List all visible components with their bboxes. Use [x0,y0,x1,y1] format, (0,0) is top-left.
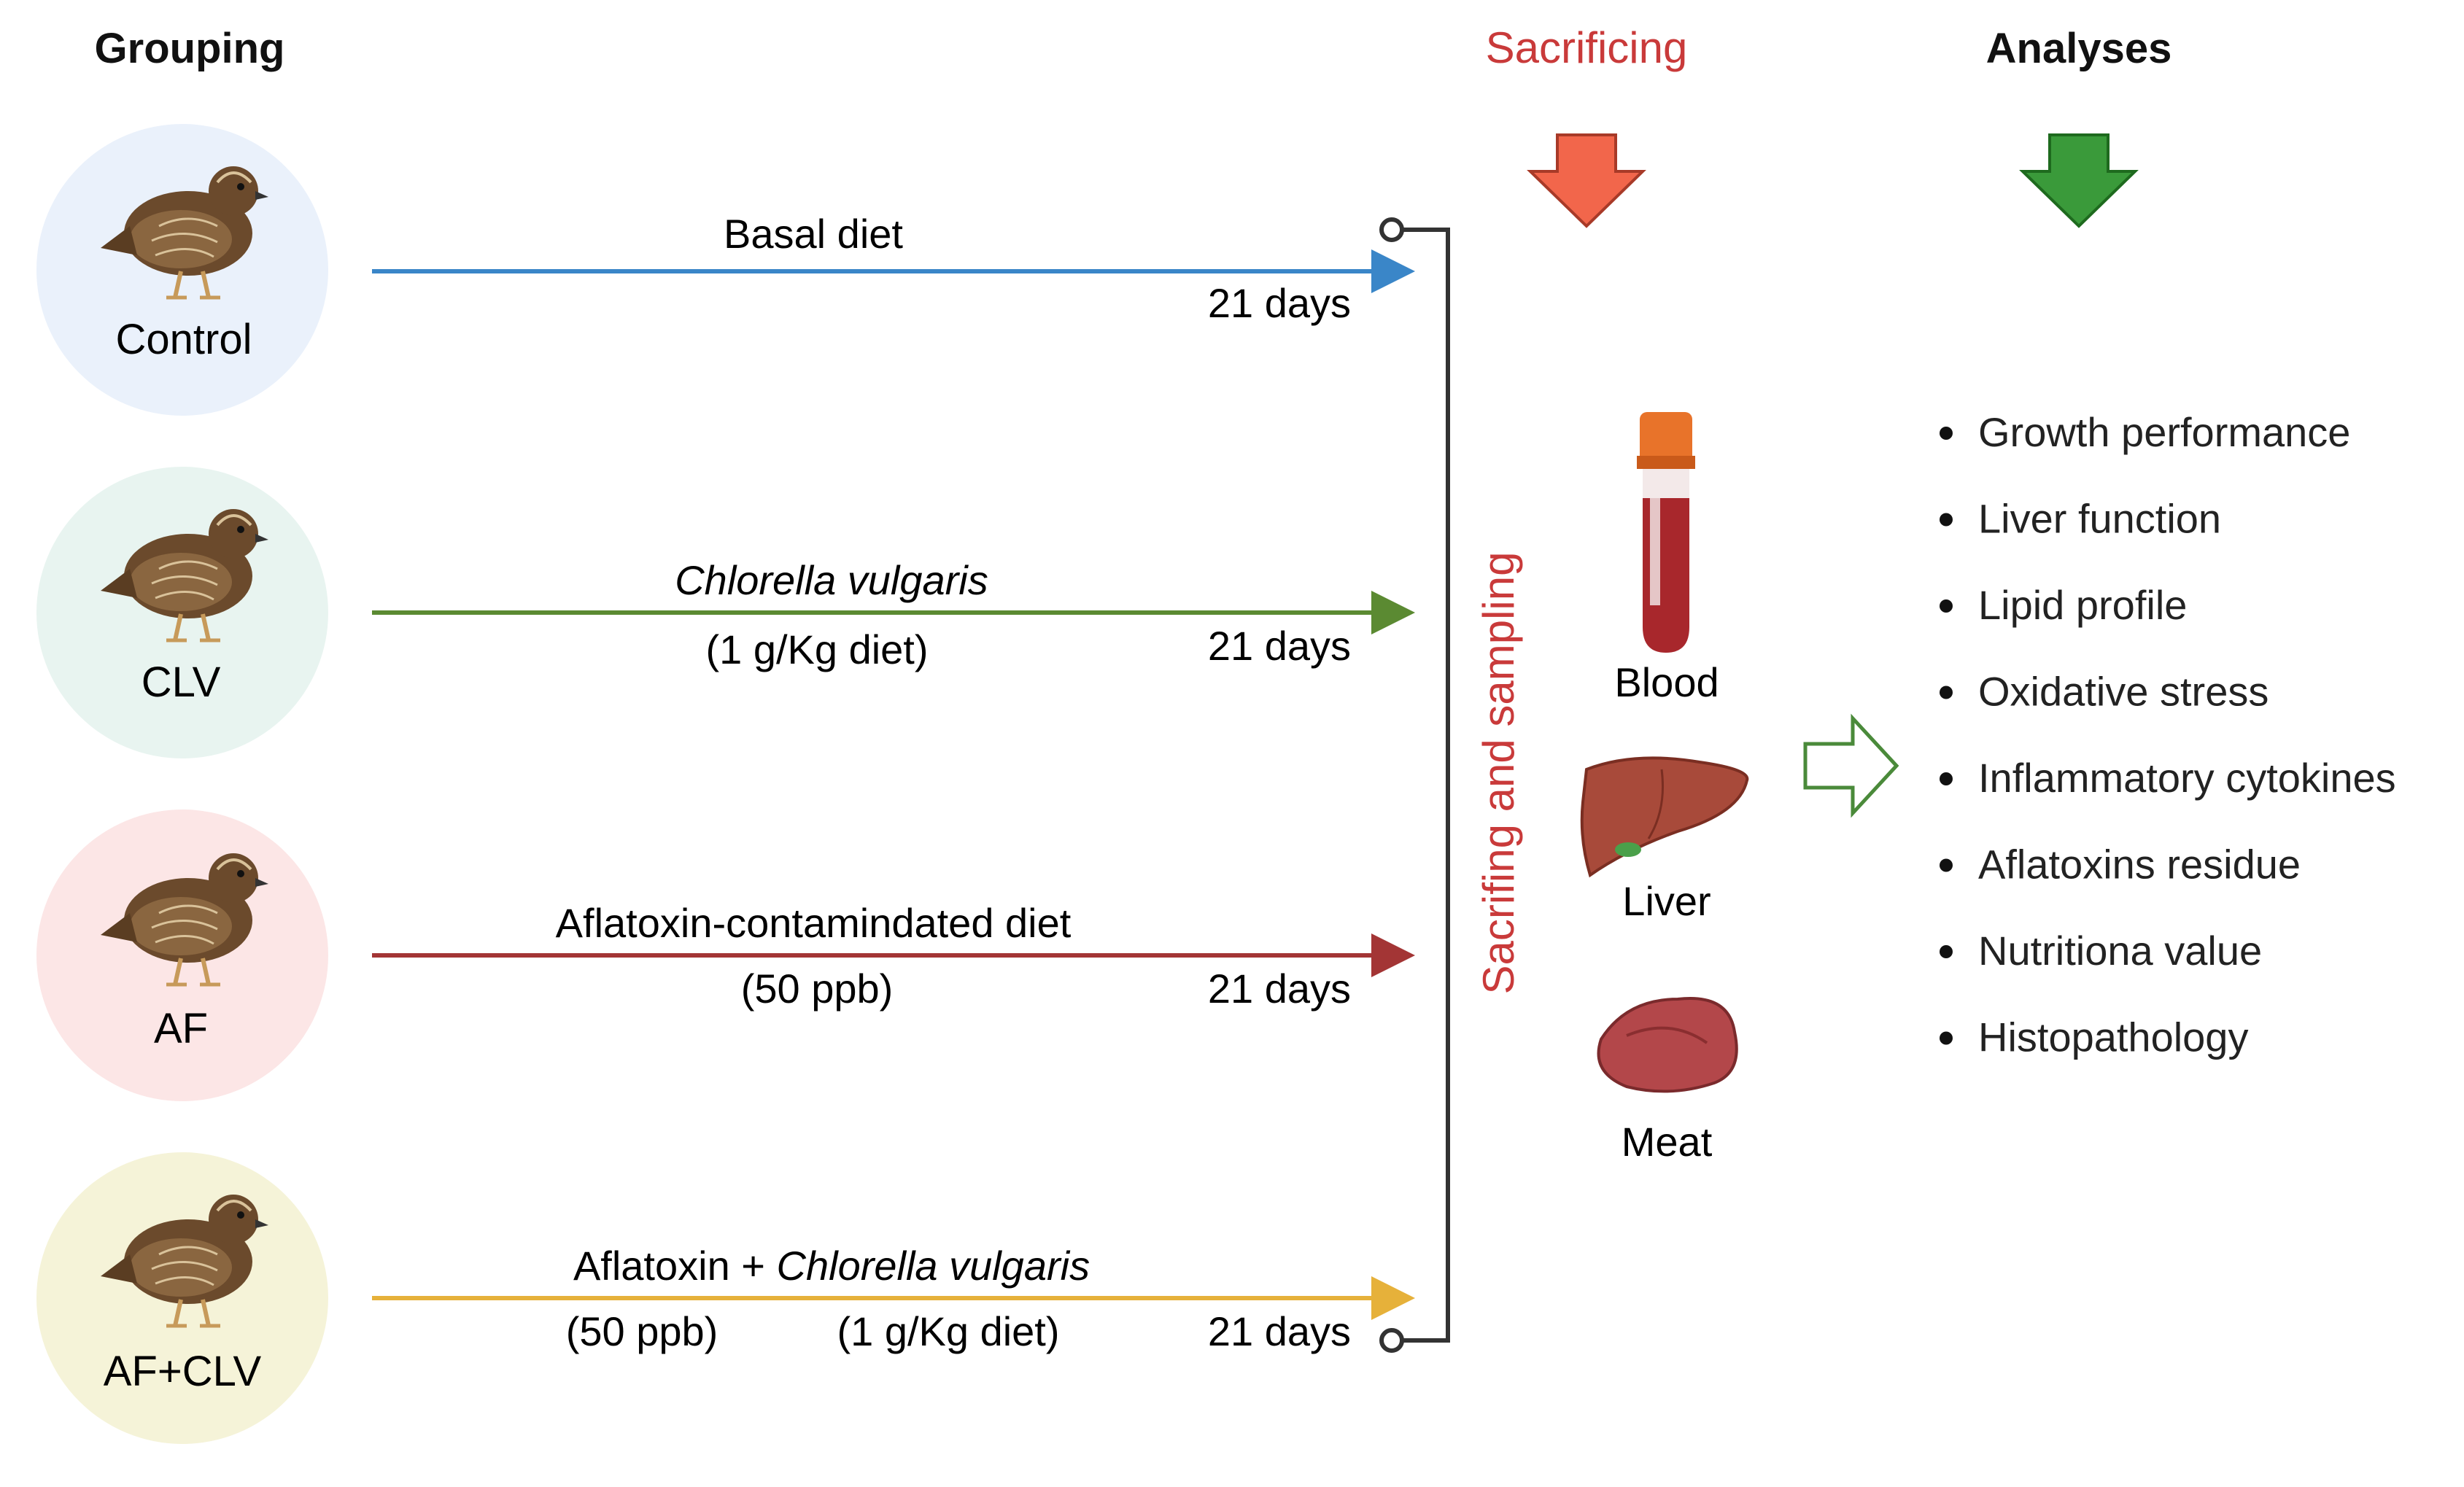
duration-af: 21 days [1208,966,1351,1012]
meat-icon [1597,997,1738,1093]
diet-label-af-clv-italic: Chlorella vulgaris [777,1243,1090,1289]
bullet-icon [1940,599,1953,613]
analysis-item: Lipid profile [1978,582,2187,628]
diet-label-af-clv-plain: Aflatoxin + [573,1243,777,1289]
duration-control: 21 days [1208,280,1351,326]
diet-label-clv: Chlorella vulgaris [675,557,988,603]
diet-dose-clv-af-clv: (1 g/Kg diet) [837,1308,1059,1354]
analysis-item: Aflatoxins residue [1978,842,2301,888]
diet-label-control: Basal diet [724,211,903,257]
sample-label-liver: Liver [1622,878,1711,924]
diet-dose-clv: (1 g/Kg diet) [705,626,928,672]
bullet-icon [1940,427,1953,440]
diet-label-af: Aflatoxin-contamindated diet [556,900,1072,946]
bullet-icon [1940,858,1953,872]
group-clv: CLV Chlorella vulgaris (1 g/Kg diet) 21 … [36,467,1415,758]
bullet-icon [1940,772,1953,785]
liver-icon [1580,756,1749,878]
diet-dose-af-af-clv: (50 ppb) [566,1308,718,1354]
group-label-af: AF [154,1005,208,1052]
group-label-clv: CLV [142,659,221,706]
sample-label-meat: Meat [1622,1119,1713,1165]
sample-label-blood: Blood [1614,659,1719,705]
analysis-item: Inflammatory cytokines [1978,755,2396,801]
sacrificing-header: Sacrificing [1486,23,1688,72]
right-arrow-icon [1803,713,1899,818]
group-control: Control Basal diet 21 days [36,124,1415,416]
group-label-af-clv: AF+CLV [104,1348,262,1395]
group-af-clv: AF+CLV Aflatoxin + Chlorella vulgaris (5… [36,1152,1415,1444]
duration-af-clv: 21 days [1208,1308,1351,1354]
bullet-icon [1940,1031,1953,1045]
group-label-control: Control [116,316,252,363]
blood-tube-icon [1637,412,1695,653]
bullet-icon [1940,513,1953,527]
analysis-item: Histopathology [1978,1014,2248,1060]
sampling-bracket [1379,217,1450,1353]
sacrificing-down-arrow-icon [1527,133,1646,228]
bullet-icon [1940,945,1953,958]
diet-dose-af: (50 ppb) [741,966,894,1012]
analysis-item: Nutritiona value [1978,928,2262,974]
analysis-item: Growth performance [1978,409,2350,455]
diet-label-af-clv: Aflatoxin + Chlorella vulgaris [573,1243,1090,1289]
analyses-header: Analyses [1986,25,2172,72]
analysis-item: Oxidative stress [1978,669,2269,715]
analyses-down-arrow-icon [2019,133,2139,228]
grouping-header: Grouping [95,25,285,72]
duration-clv: 21 days [1208,623,1351,669]
analysis-item: Liver function [1978,496,2221,542]
sampling-vertical-label: Sacrifing and sampling [1474,551,1523,994]
bullet-icon [1940,686,1953,699]
group-af: AF Aflatoxin-contamindated diet (50 ppb)… [36,809,1415,1101]
